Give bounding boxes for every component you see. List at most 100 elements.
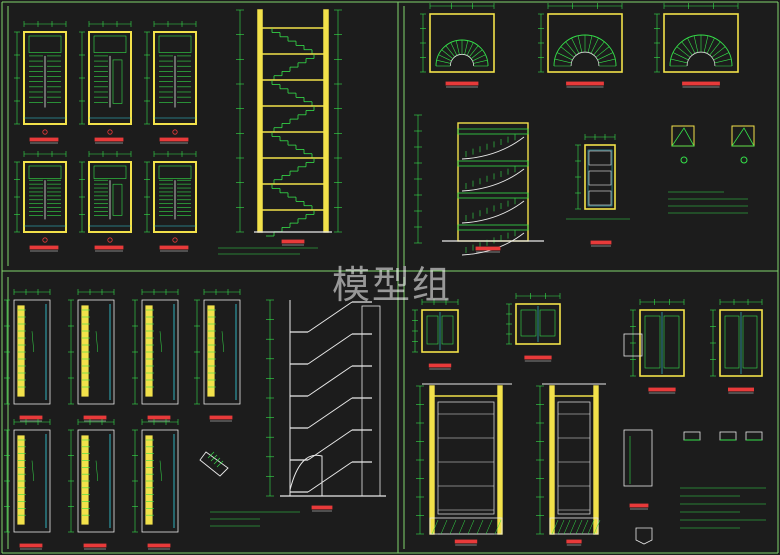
arch-opening bbox=[289, 454, 323, 496]
drawing-title-bar bbox=[590, 240, 612, 245]
stair-flight bbox=[307, 461, 353, 493]
shaft-interior bbox=[437, 401, 495, 515]
node-detail-hatch bbox=[671, 127, 695, 147]
drawing-title-bar bbox=[29, 137, 59, 142]
stair-enclosure bbox=[77, 299, 115, 405]
drawing-title-bar bbox=[19, 543, 43, 548]
drawing-title-bar bbox=[83, 415, 107, 420]
spiral-tread bbox=[473, 59, 488, 64]
spiral-inner-arc bbox=[686, 51, 716, 67]
axis-marker bbox=[107, 237, 113, 243]
stair-flight bbox=[17, 435, 25, 525]
spiral-tread bbox=[593, 41, 605, 56]
drawing-title-bar bbox=[209, 415, 233, 420]
spiral-tread bbox=[590, 37, 599, 54]
spiral-enclosure bbox=[429, 13, 495, 73]
pit-foundation bbox=[429, 517, 503, 535]
stair-flight bbox=[307, 333, 353, 365]
stair-flight bbox=[307, 365, 353, 397]
curved-handrail bbox=[461, 232, 525, 256]
leader-line bbox=[159, 460, 163, 482]
drawing-title-bar bbox=[454, 539, 478, 544]
shaft-interior bbox=[557, 401, 591, 515]
spiral-tread bbox=[703, 35, 709, 53]
stair-landing bbox=[28, 165, 62, 179]
node-detail bbox=[745, 431, 763, 441]
axis-marker bbox=[107, 129, 113, 135]
drawing-title-bar bbox=[147, 415, 171, 420]
drawing-title-bar bbox=[475, 246, 501, 251]
curved-handrail bbox=[461, 168, 525, 192]
floor-slab bbox=[457, 224, 529, 231]
axis-marker bbox=[172, 129, 178, 135]
stair-wall bbox=[23, 161, 67, 233]
spiral-tread bbox=[577, 35, 583, 53]
drawing-title-bar bbox=[29, 245, 59, 250]
pit-hatch bbox=[575, 519, 583, 535]
stair-flight bbox=[145, 305, 153, 397]
pit-hatch bbox=[449, 519, 457, 535]
spiral-tread bbox=[681, 41, 693, 56]
spiral-tread bbox=[472, 54, 486, 62]
shaft-wall bbox=[429, 385, 435, 535]
pit-hatch bbox=[563, 519, 571, 535]
pit-hatch bbox=[458, 519, 466, 535]
spiral-tread bbox=[438, 54, 452, 62]
small-plan-room bbox=[588, 150, 612, 166]
drawing-title-bar bbox=[682, 81, 720, 86]
curved-handrail bbox=[461, 136, 525, 160]
elevator-car bbox=[724, 315, 740, 369]
spiral-tread bbox=[436, 59, 451, 64]
axis-marker bbox=[42, 129, 48, 135]
sheet-1-stair-section bbox=[218, 9, 342, 255]
elevator-car bbox=[644, 315, 661, 369]
door-detail bbox=[623, 429, 653, 487]
spiral-tread bbox=[711, 46, 726, 58]
spiral-tread bbox=[466, 42, 474, 56]
spiral-tread bbox=[672, 52, 689, 61]
elevator-car bbox=[441, 315, 454, 345]
spiral-tread bbox=[470, 49, 483, 59]
spiral-tread bbox=[450, 42, 458, 56]
stair-flight bbox=[307, 397, 353, 429]
stair-landing bbox=[93, 165, 127, 179]
elevator-shaft-plan bbox=[421, 309, 459, 353]
stair-landing bbox=[93, 35, 127, 53]
pit-hatch bbox=[587, 519, 595, 535]
drawing-title-bar bbox=[566, 539, 582, 544]
spiral-tread bbox=[595, 46, 610, 58]
stair-flight bbox=[145, 435, 153, 525]
node-detail-hatch bbox=[731, 127, 755, 147]
floor-slab bbox=[457, 128, 529, 135]
spiral-tread bbox=[445, 45, 455, 58]
detail-hatch bbox=[207, 451, 215, 459]
detail-marker bbox=[680, 156, 688, 164]
sheet-1-stair-plans bbox=[14, 21, 197, 252]
stair-flight bbox=[207, 305, 215, 397]
spiral-tread bbox=[693, 35, 699, 53]
sheet-3-stair-plans bbox=[4, 289, 386, 550]
stair-wall bbox=[153, 31, 197, 125]
stair-enclosure bbox=[77, 429, 115, 533]
stair-void bbox=[112, 59, 123, 104]
small-plan-inner bbox=[587, 149, 613, 207]
elevator-car bbox=[520, 309, 537, 337]
drawing-title-bar bbox=[428, 363, 452, 368]
drawing-title-bar bbox=[629, 503, 649, 508]
stair-wall bbox=[88, 161, 132, 233]
spiral-tread bbox=[565, 41, 577, 56]
spiral-tread bbox=[670, 58, 688, 64]
spiral-enclosure bbox=[663, 13, 739, 73]
spiral-tread bbox=[587, 35, 593, 53]
leader-line bbox=[95, 460, 99, 482]
drawing-title-bar bbox=[524, 355, 552, 360]
shaft-wall bbox=[497, 385, 503, 535]
leader-line bbox=[31, 331, 35, 353]
spiral-tread bbox=[560, 46, 575, 58]
stair-enclosure bbox=[141, 299, 179, 405]
leader-line bbox=[31, 460, 35, 482]
floor-slab bbox=[457, 160, 529, 167]
stair-enclosure bbox=[13, 429, 51, 533]
